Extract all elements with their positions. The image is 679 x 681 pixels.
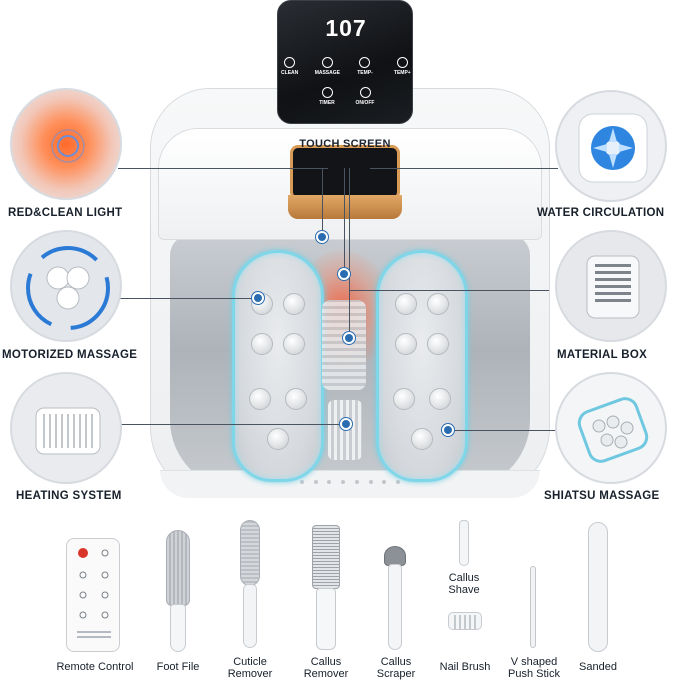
callout-line-water-circulation xyxy=(370,168,558,169)
red-clean-light-image xyxy=(10,88,122,200)
shiatsu-massage-label: SHIATSU MASSAGE xyxy=(544,490,660,502)
v-shaped-push-stick xyxy=(530,566,536,648)
callus-remover-head xyxy=(312,525,340,589)
thermometer-icon xyxy=(396,57,408,68)
foot-file-handle xyxy=(170,604,186,652)
temp-up-button[interactable]: TEMP+ xyxy=(391,57,414,76)
callus-scraper-handle xyxy=(388,564,402,650)
nail-brush xyxy=(448,612,482,630)
remote-control-label: Remote Control xyxy=(56,661,134,673)
red-clean-light-label: RED&CLEAN LIGHT xyxy=(8,207,123,219)
massage-button[interactable]: MASSAGE xyxy=(315,57,340,76)
motorized-massage-label: MOTORIZED MASSAGE xyxy=(2,349,138,361)
sanded-label: Sanded xyxy=(579,661,617,673)
callout-line-heating xyxy=(118,424,346,425)
clock-icon xyxy=(321,87,333,98)
callout-line-motorized-massage xyxy=(118,298,258,299)
callout-dot-shiatsu xyxy=(442,424,454,436)
timer-button[interactable]: TIMER xyxy=(315,87,339,106)
callout-dot-heating xyxy=(340,418,352,430)
power-icon xyxy=(359,87,371,98)
push-stick-label: V shaped Push Stick xyxy=(508,656,560,680)
callout-line-lid xyxy=(322,168,323,236)
callout-dot-massage xyxy=(252,292,264,304)
foot-file-head xyxy=(166,530,190,606)
shiatsu-massage-image xyxy=(555,372,667,484)
callout-line-shiatsu xyxy=(448,430,558,431)
motorized-massage-image xyxy=(10,230,122,342)
control-panel-base xyxy=(288,195,402,219)
material-box-grid xyxy=(322,300,366,390)
temp-down-button[interactable]: TEMP- xyxy=(353,57,376,76)
callus-shave xyxy=(459,520,469,566)
callout-line-red-light xyxy=(118,168,328,169)
thermometer-icon xyxy=(359,57,371,68)
foot-file-label: Foot File xyxy=(156,661,200,673)
material-box-label: MATERIAL BOX xyxy=(557,349,648,361)
rim-vent-dots xyxy=(300,480,400,486)
cuticle-remover-handle xyxy=(243,584,257,648)
nail-brush-label: Nail Brush xyxy=(439,661,491,673)
callus-shave-label: Callus Shave xyxy=(448,572,480,596)
callus-scraper-label: Callus Scraper xyxy=(376,656,416,680)
heating-element-grid xyxy=(328,400,362,460)
callout-dot-red-light xyxy=(338,268,350,280)
callus-scraper-head xyxy=(384,546,406,566)
callus-remover-label: Callus Remover xyxy=(303,656,349,680)
water-circulation-label: WATER CIRCULATION xyxy=(537,207,665,219)
callout-line-material-box-h xyxy=(349,290,549,291)
remote-control xyxy=(66,538,120,652)
callout-line-material-box xyxy=(349,168,350,338)
touch-screen-panel: 107 CLEAN MASSAGE TEMP- TEMP+ TIMER ON/O… xyxy=(277,0,413,124)
massage-icon xyxy=(321,57,333,68)
power-button[interactable]: ON/OFF xyxy=(353,87,377,106)
callout-line-glow xyxy=(344,168,345,274)
cuticle-remover-head xyxy=(240,520,260,586)
foot-spa-rim xyxy=(160,470,540,498)
sanded-nail-file xyxy=(588,522,608,652)
water-circulation-image xyxy=(555,90,667,202)
left-foot-massage-pad xyxy=(232,250,324,482)
cuticle-remover-label: Cuticle Remover xyxy=(227,656,273,680)
touch-screen-label: TOUCH SCREEN xyxy=(299,138,391,150)
clean-button[interactable]: CLEAN xyxy=(278,57,301,76)
small-control-panel xyxy=(290,145,400,200)
callout-dot-lid xyxy=(316,231,328,243)
temperature-display: 107 xyxy=(325,15,367,41)
heating-system-label: HEATING SYSTEM xyxy=(16,490,122,502)
right-foot-massage-pad xyxy=(376,250,468,482)
heating-system-image xyxy=(10,372,122,484)
callus-remover-handle xyxy=(316,588,336,650)
material-box-image xyxy=(555,230,667,342)
shield-icon xyxy=(284,57,296,68)
callout-dot-material-box xyxy=(343,332,355,344)
